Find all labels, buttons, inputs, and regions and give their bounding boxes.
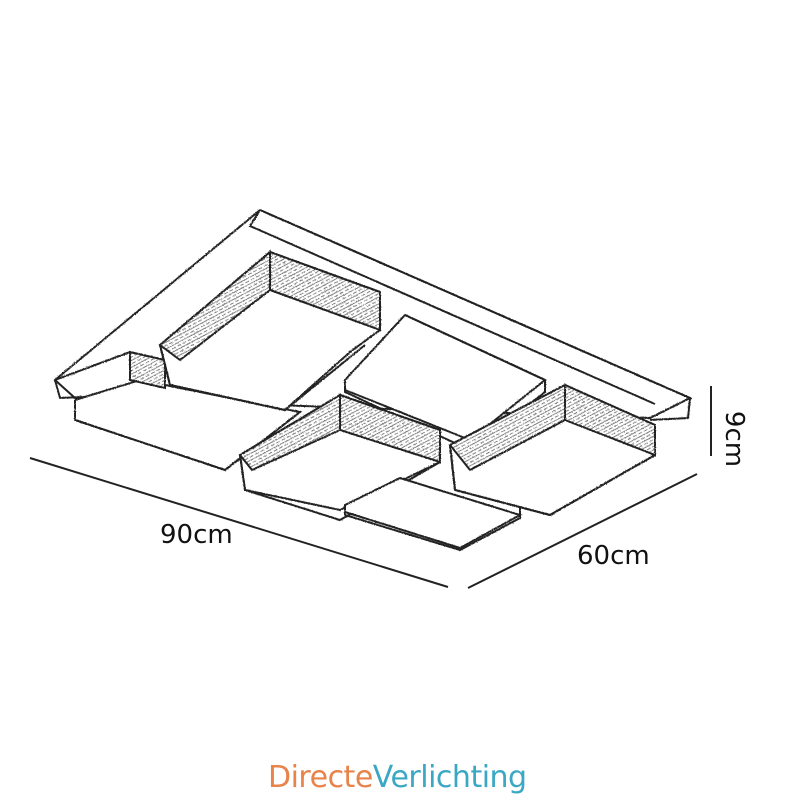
brand-name-part1: Directe	[268, 760, 373, 795]
lamp-body	[53, 208, 693, 552]
depth-label: 60cm	[577, 541, 650, 571]
dimension-lines	[29, 386, 712, 589]
width-label: 90cm	[160, 520, 233, 550]
width-dimension-line	[29, 457, 449, 588]
brand-logo: DirecteVerlichting	[268, 760, 527, 795]
brand-name-part2: Verlichting	[372, 760, 527, 795]
height-label: 9cm	[719, 410, 749, 468]
depth-dimension-line	[467, 473, 698, 589]
